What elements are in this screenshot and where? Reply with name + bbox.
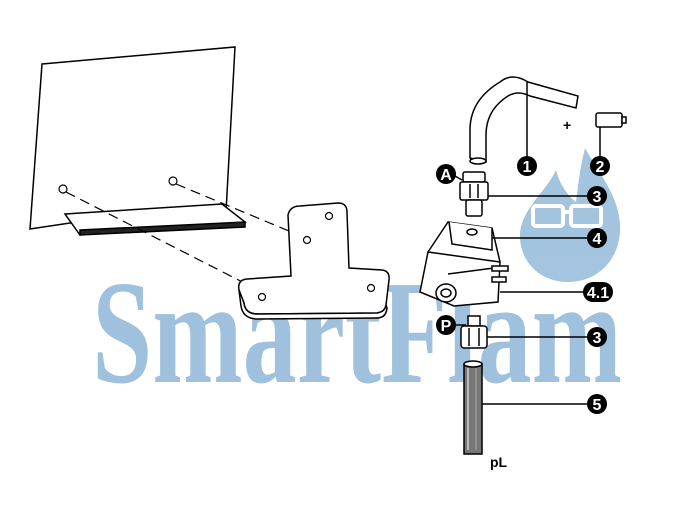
- callout-3-upper-label: 3: [593, 189, 602, 206]
- cable-plug: [595, 112, 627, 128]
- callout-1: 1: [517, 156, 537, 176]
- callout-1-label: 1: [523, 159, 532, 176]
- outlet-pipe: [463, 360, 483, 455]
- callout-5-label: 5: [593, 397, 602, 414]
- callout-2-label: 2: [596, 159, 605, 176]
- watermark-drop-icon: [520, 148, 621, 282]
- solenoid-valve: [419, 221, 509, 307]
- callout-4-1: 4.1: [583, 282, 613, 302]
- mounting-plate: [29, 46, 247, 236]
- mounting-holes: [58, 176, 178, 194]
- callout-2: 2: [590, 156, 610, 176]
- lower-fitting-nut: [460, 315, 488, 349]
- callout-4-1-label: 4.1: [587, 285, 609, 302]
- leader-lines: [454, 82, 601, 405]
- callout-4-label: 4: [593, 231, 602, 248]
- callout-3-lower-label: 3: [593, 330, 602, 347]
- callout-3-upper: 3: [587, 186, 607, 206]
- plus-label: +: [563, 117, 571, 133]
- callout-3-lower: 3: [587, 327, 607, 347]
- bracket-holes: [257, 211, 376, 302]
- alignment-lines: [65, 183, 302, 293]
- pl-label: pL: [490, 454, 508, 470]
- callout-A-label: A: [440, 167, 452, 184]
- mounting-bracket: [237, 202, 390, 320]
- inlet-tube: [469, 76, 579, 165]
- callout-4: 4: [587, 228, 607, 248]
- upper-fitting-nut: [459, 171, 489, 217]
- callout-P-label: P: [441, 318, 452, 335]
- callout-5: 5: [587, 394, 607, 414]
- callout-P: P: [436, 315, 456, 335]
- callout-A: A: [436, 164, 456, 184]
